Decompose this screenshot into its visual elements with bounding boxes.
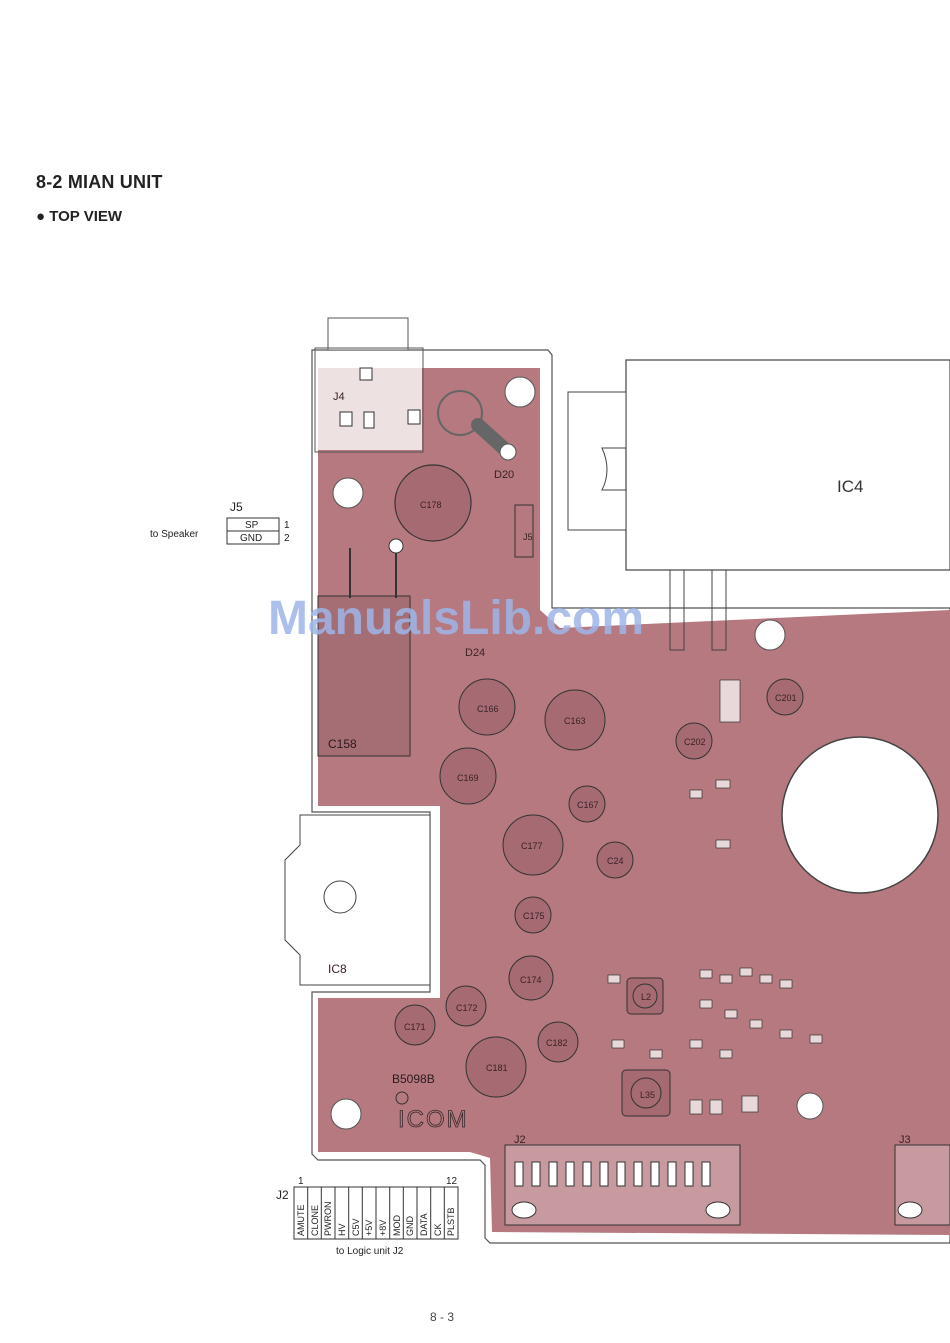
j2-destination: to Logic unit J2 xyxy=(336,1246,404,1257)
page-number: 8 - 3 xyxy=(430,1310,454,1324)
c181-label: C181 xyxy=(486,1063,508,1073)
ic8-label: IC8 xyxy=(328,962,347,976)
j4-pin xyxy=(340,412,352,426)
j4-pin xyxy=(360,368,372,380)
j4-pin xyxy=(364,412,374,428)
mounting-hole xyxy=(505,377,535,407)
j5-title: J5 xyxy=(230,500,243,514)
watermark: ManualsLib.com xyxy=(268,592,644,645)
j2-title: J2 xyxy=(276,1188,289,1202)
c201-label: C201 xyxy=(775,693,797,703)
ic8-chip xyxy=(285,815,430,985)
j3-label: J3 xyxy=(899,1134,911,1146)
j2-pin-label: C5V xyxy=(351,1218,361,1236)
j4-housing xyxy=(328,318,408,350)
j5b-label: J5 xyxy=(523,532,533,542)
j2-pin-label: DATA xyxy=(419,1213,429,1236)
c167-label: C167 xyxy=(577,800,599,810)
c202-label: C202 xyxy=(684,737,706,747)
l2-label: L2 xyxy=(641,992,651,1002)
mounting-hole xyxy=(797,1093,823,1119)
j2-pin-label: +5V xyxy=(364,1220,374,1236)
j2-board-peg xyxy=(706,1202,730,1218)
j4-label: J4 xyxy=(333,391,345,403)
c171-label: C171 xyxy=(404,1022,426,1032)
j2-pin-label: PLSTB xyxy=(446,1207,456,1236)
ic4-label: IC4 xyxy=(837,477,863,496)
ic4-heatsink xyxy=(568,392,626,530)
c163-label: C163 xyxy=(564,716,586,726)
l35-label: L35 xyxy=(640,1090,655,1100)
j2-pin-label: PWRON xyxy=(323,1202,333,1237)
j5-pin-1-label: SP xyxy=(245,520,259,531)
round-cutout xyxy=(782,737,938,893)
j5-pin-2-number: 2 xyxy=(284,533,290,544)
j2-board-peg xyxy=(512,1202,536,1218)
c172-label: C172 xyxy=(456,1003,478,1013)
mounting-hole xyxy=(755,620,785,650)
d20-label: D20 xyxy=(494,469,514,481)
c182-label: C182 xyxy=(546,1038,568,1048)
j5-pin-2-label: GND xyxy=(240,533,262,544)
j4-pin xyxy=(408,410,420,424)
d24-label: D24 xyxy=(465,647,485,659)
mounting-hole xyxy=(333,478,363,508)
d20-pad xyxy=(500,444,516,460)
j2-pin-label: CK xyxy=(433,1223,443,1236)
brand-logo: ICOM xyxy=(398,1106,469,1133)
c174-label: C174 xyxy=(520,975,542,985)
j5-pin-1-number: 1 xyxy=(284,520,290,531)
j2-pin-label: AMUTE xyxy=(296,1205,306,1237)
ic4-chip xyxy=(626,360,950,570)
c177-label: C177 xyxy=(521,841,543,851)
j2-pin-label: MOD xyxy=(392,1215,402,1236)
c175-label: C175 xyxy=(523,911,545,921)
j2-pin-label: GND xyxy=(405,1216,415,1237)
c178-label: C178 xyxy=(420,500,442,510)
j3-peg xyxy=(898,1202,922,1218)
j2-pin-label: HV xyxy=(337,1223,347,1236)
j2-pin-label: CLONE xyxy=(310,1205,320,1236)
j2-first-pin: 1 xyxy=(298,1176,304,1187)
c158-label: C158 xyxy=(328,737,357,751)
c169-label: C169 xyxy=(457,773,479,783)
j2b-label: J2 xyxy=(514,1134,526,1146)
j2-last-pin: 12 xyxy=(446,1176,458,1187)
j5-destination: to Speaker xyxy=(150,529,199,540)
c24-label: C24 xyxy=(607,856,624,866)
c158-pad xyxy=(389,539,403,553)
c166-label: C166 xyxy=(477,704,499,714)
j2-pin-label: +8V xyxy=(378,1220,388,1236)
board-model-label: B5098B xyxy=(392,1072,435,1086)
mounting-hole xyxy=(331,1099,361,1129)
